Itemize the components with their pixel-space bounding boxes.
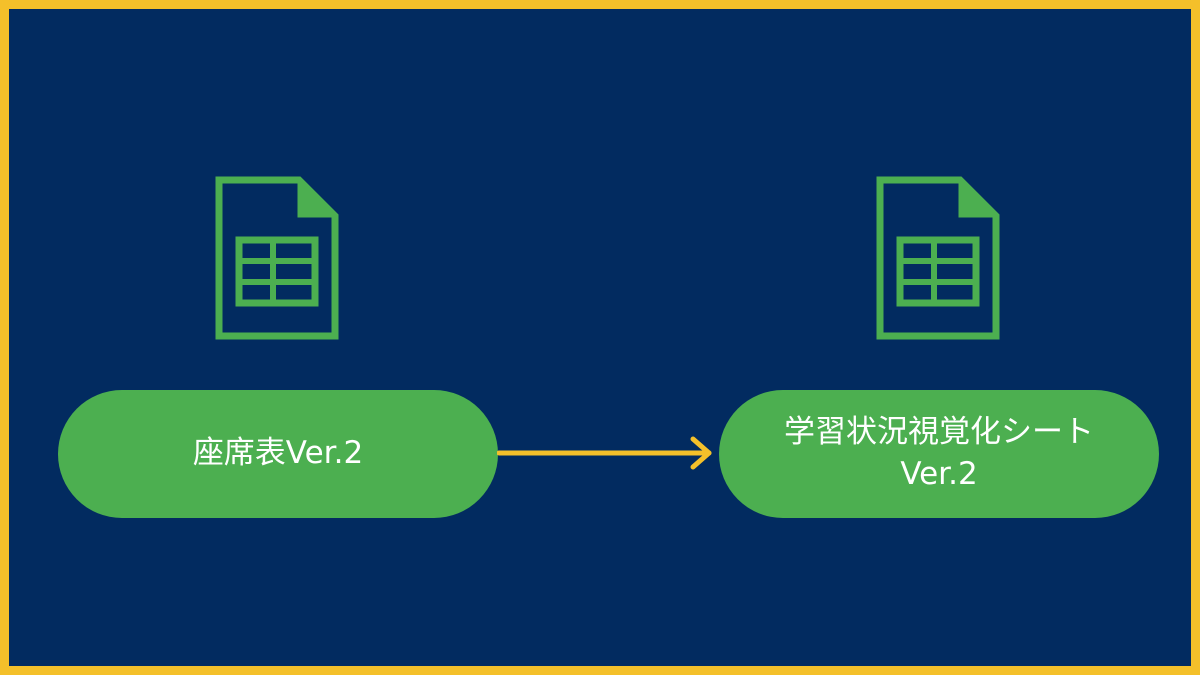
target-label-line2: Ver.2 [900, 456, 978, 492]
spreadsheet-icon [876, 176, 1000, 340]
source-node: 座席表Ver.2 [58, 390, 498, 518]
source-label: 座席表Ver.2 [192, 435, 364, 472]
arrow-right-icon [497, 436, 712, 470]
spreadsheet-icon [215, 176, 339, 340]
target-node: 学習状況視覚化シート Ver.2 [719, 390, 1159, 518]
target-label-line1: 学習状況視覚化シート [784, 414, 1094, 451]
